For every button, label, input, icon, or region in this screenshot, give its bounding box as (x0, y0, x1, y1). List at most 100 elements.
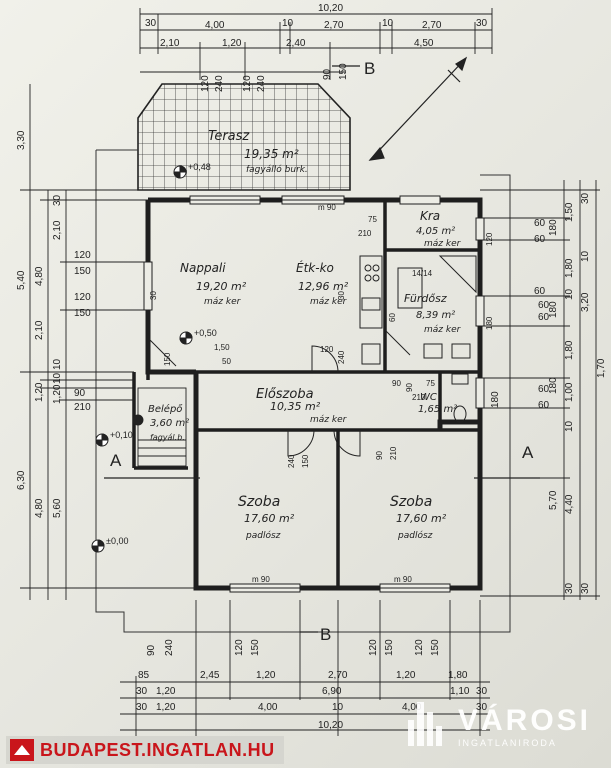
dim-bot-r3-0: 30 (136, 686, 148, 697)
dim-bot-r3-4: 30 (476, 686, 488, 697)
dim-bot-r1-7: 150 (430, 639, 441, 656)
building-bars-icon (408, 702, 442, 746)
dim-right-row-3: 60 (538, 300, 550, 311)
kitchen-fixtures (359, 255, 383, 365)
dim-left-c2-4: 5,60 (52, 498, 63, 518)
dim-bot-r4-1: 1,20 (156, 702, 176, 713)
room-belepo: Belépő 3,60 m² fagyál.b. (148, 403, 189, 442)
int-label-2: 210 (358, 229, 372, 238)
top-dimension-lines (139, 8, 493, 80)
dim-top-r1-5: 2,70 (422, 20, 442, 31)
room-wc-area: 1,65 m² (418, 404, 457, 415)
dim-right-row-1: 60 (534, 234, 546, 245)
dim-left-c3-2: 10 (52, 372, 63, 384)
room-kamra: Kra 4,05 m² máz ker (416, 209, 462, 249)
dim-bot-r4-2: 4,00 (258, 702, 278, 713)
dim-top-r1-1: 4,00 (205, 20, 225, 31)
dim-right-win-1: 180 (548, 219, 559, 236)
level-marker-ground (91, 539, 105, 553)
bottom-dimension-lines (120, 600, 490, 736)
dim-right-c1-6: 5,70 (548, 490, 559, 510)
north-arrow (368, 56, 468, 161)
room-nappali-name: Nappali (180, 261, 226, 275)
dim-right-c1-2: 10 (564, 288, 575, 300)
int-label-21: 210 (389, 446, 398, 460)
int-label-23: 180 (485, 316, 494, 330)
dim-top-r3-4: 90 (322, 68, 333, 80)
dim-right-c2-3: 1,70 (596, 358, 607, 378)
section-b-top: B (332, 59, 375, 78)
logo-name: VÁROSI (458, 704, 592, 737)
room-labels: Terasz 19,35 m² fagyálló burk. Nappali 1… (148, 129, 462, 541)
dim-top-r3-5: 150 (338, 63, 349, 80)
dim-left-row-3: 150 (74, 308, 91, 319)
dim-right-row-5: 60 (538, 384, 550, 395)
room-etkezo-area: 12,96 m² (298, 280, 349, 293)
int-label-14: 14/14 (412, 269, 433, 278)
int-label-13: 210 (412, 393, 426, 402)
dim-top-r2-0: 2,10 (160, 38, 180, 49)
windows (143, 195, 485, 593)
dim-right-c2-0: 30 (580, 192, 591, 204)
dim-right-c1-4: 1,00 (564, 382, 575, 402)
room-kamra-finish: máz ker (424, 239, 462, 249)
int-label-16: m 90 (252, 575, 270, 584)
dim-left-outer-2: 6,30 (16, 470, 27, 490)
room-etkezo-name: Étk-ko (296, 260, 334, 275)
dim-top-r1-3: 2,70 (324, 20, 344, 31)
room-terasz: Terasz 19,35 m² fagyálló burk. (208, 129, 308, 175)
room-eloszoba-name: Előszoba (256, 387, 314, 402)
bath-fixtures (397, 255, 477, 423)
dim-left-c3-3: 1,20 (52, 384, 63, 404)
level-texts: +0,48 +0,50 +0,10 ±0,00 (106, 162, 217, 546)
room-furdo: Fürdősz 8,39 m² máz ker (404, 292, 462, 335)
dim-right-row-6: 60 (538, 400, 550, 411)
room-szoba1-finish: padlósz (245, 530, 281, 541)
int-label-20: 90 (375, 451, 384, 460)
dim-bot-r1-6: 120 (414, 639, 425, 656)
room-szoba2-finish: padlósz (397, 530, 433, 541)
dim-top-r1-0: 30 (145, 18, 157, 29)
dim-right-c1-0: 1,50 (564, 202, 575, 222)
int-label-3: 120 (320, 345, 334, 354)
dim-bot-r1-5: 150 (384, 639, 395, 656)
dim-left-c2-0: 4,80 (34, 266, 45, 286)
bottom-dimension-texts: 90 240 120 150 120 150 120 150 85 2,45 1… (136, 639, 488, 731)
dim-bot-r4-0: 30 (136, 702, 148, 713)
dim-left-c2-2: 1,20 (34, 382, 45, 402)
int-label-8: 1,50 (214, 343, 230, 352)
dim-bot-r4-3: 10 (332, 702, 344, 713)
dim-right-win-3: 180 (548, 377, 559, 394)
room-nappali-area: 19,20 m² (196, 280, 247, 293)
dim-left-row-5: 210 (74, 402, 91, 413)
dim-bot-r2-0: 85 (138, 670, 150, 681)
room-szoba2-name: Szoba (390, 494, 432, 510)
int-label-11: 90 (405, 383, 414, 392)
int-label-6: 150 (163, 352, 172, 366)
level-text-entry: +0,10 (110, 430, 133, 440)
watermark-site-text: BUDAPEST.INGATLAN.HU (40, 739, 275, 760)
interior-dimension-labels: m 90 75 210 120 30 30 150 50 1,50 240 90… (149, 203, 494, 584)
dim-bot-r2-5: 1,80 (448, 670, 468, 681)
room-belepo-name: Belépő (148, 403, 183, 415)
dim-top-r2-3: 4,50 (414, 38, 434, 49)
doors (149, 329, 411, 457)
int-label-19: 150 (301, 454, 310, 468)
dim-right-win-0: 180 (490, 391, 501, 408)
room-furdo-area: 8,39 m² (416, 310, 455, 321)
right-dimension-texts: 60 60 60 60 60 60 60 1,50 1,80 10 1,80 1… (490, 192, 607, 594)
dim-top-r2-1: 1,20 (222, 38, 242, 49)
dim-bot-overall: 10,20 (318, 720, 343, 731)
room-szoba2-area: 17,60 m² (396, 512, 447, 525)
section-label-b-bottom: B (320, 625, 331, 644)
room-belepo-area: 3,60 m² (150, 418, 189, 429)
right-dimension-lines (480, 180, 600, 600)
dim-bot-r1-0: 90 (146, 644, 157, 656)
dim-bot-r4-5: 30 (476, 702, 488, 713)
int-label-1: 75 (368, 215, 377, 224)
interior-walls (132, 200, 478, 588)
room-szoba-1: Szoba 17,60 m² padlósz (238, 494, 295, 541)
dim-bot-r1-4: 120 (368, 639, 379, 656)
